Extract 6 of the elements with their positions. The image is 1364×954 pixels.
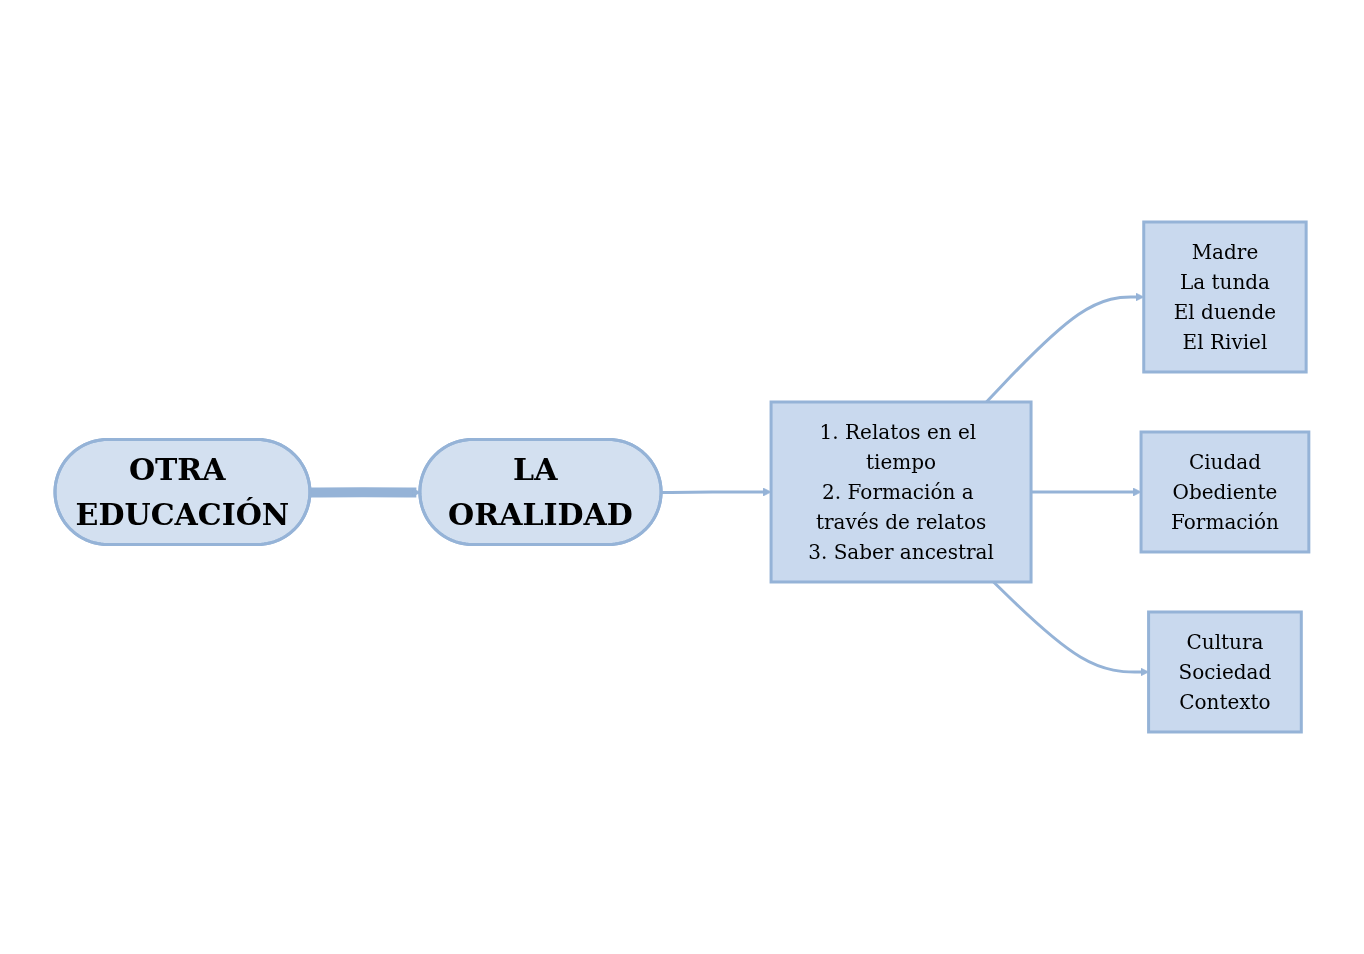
node-box: 1. Relatos en el tiempo 2. Formación a través de relatos 3. Saber ancestral	[769, 400, 1033, 584]
node-box: Cultura Sociedad Contexto	[1147, 610, 1303, 734]
node-box: Madre La tunda El duende El Riviel	[1142, 220, 1308, 374]
arrow	[661, 487, 772, 497]
arrow	[1031, 487, 1142, 497]
node-box: Ciudad Obediente Formación	[1139, 430, 1311, 554]
